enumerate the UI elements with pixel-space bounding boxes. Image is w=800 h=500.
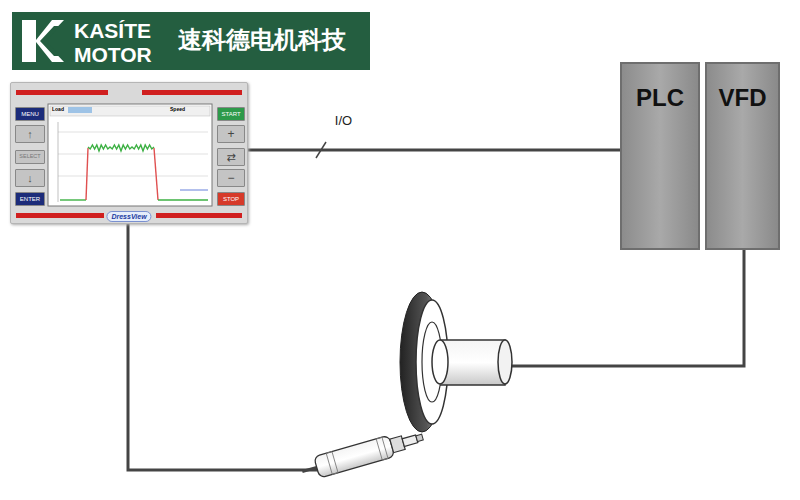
button-label: SELECT (19, 154, 40, 160)
panel-button: MENU (15, 107, 45, 121)
panel-button: SELECT (15, 150, 45, 164)
button-label: + (227, 128, 234, 140)
logo-text: MOTOR (74, 44, 152, 65)
io-cable (248, 149, 620, 152)
panel-button: ↓ (15, 169, 45, 187)
device-name: PLC (636, 84, 684, 112)
panel-button: − (217, 169, 245, 187)
device-box: PLC (620, 62, 700, 250)
hmi-screen (10, 82, 248, 224)
button-label: ↑ (27, 129, 33, 140)
logo-band (12, 12, 370, 70)
button-label: ⇄ (226, 152, 235, 163)
panel-button: ↑ (15, 125, 45, 143)
panel-button: START (217, 107, 245, 121)
device-box: VFD (705, 62, 780, 250)
button-label: − (227, 172, 234, 184)
company-name: 速科德电机科技 (178, 28, 346, 52)
panel-button: + (217, 125, 245, 143)
brand-badge: DressView (106, 211, 151, 222)
signal-label: I/O (334, 114, 353, 127)
device-name: VFD (719, 84, 767, 112)
screen-text: Speed (170, 107, 185, 112)
button-label: START (221, 111, 240, 117)
button-label: MENU (21, 111, 39, 117)
wires (128, 222, 744, 470)
screen-text: Load (52, 107, 64, 112)
button-label: STOP (223, 196, 239, 202)
panel-button: ⇄ (217, 148, 245, 166)
logo-text: KASÍTE (74, 20, 151, 41)
panel-button: ENTER (15, 192, 45, 206)
hmi-panel: DressView MENU ↑ SELECT ↓ ENTER START + ⇄ − STOP (10, 82, 248, 224)
logo-icon (22, 20, 64, 62)
wheel-motor (400, 292, 512, 432)
panel-button: STOP (217, 192, 245, 206)
speed-sensor (299, 427, 425, 483)
button-label: ENTER (20, 196, 40, 202)
button-label: ↓ (27, 173, 33, 184)
